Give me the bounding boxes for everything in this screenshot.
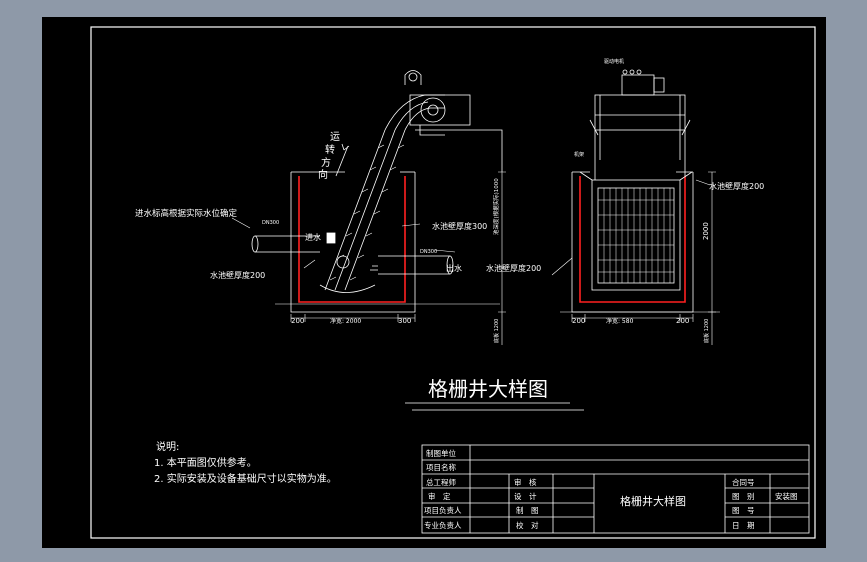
tb-r3b: 审 核 — [514, 477, 537, 487]
dim-front-right: 200 — [676, 317, 689, 325]
motor-label: 驱动电机 — [604, 58, 624, 65]
front-view — [551, 69, 720, 345]
front-dim-bottom — [571, 314, 694, 322]
dn-outlet: DN300 — [420, 249, 437, 255]
out-water-label: 出水 — [446, 263, 462, 273]
in-water-label: 进水 — [305, 232, 321, 242]
tb-c4: 日 期 — [732, 521, 755, 530]
drawing-border — [90, 26, 816, 539]
dn-inlet: DN300 — [262, 220, 279, 226]
front-dim-vertical — [708, 171, 716, 345]
tank-wall-red — [298, 176, 406, 303]
rotation-label-4: 向 — [318, 168, 328, 181]
dim-front-bottom: 底板 1200 — [703, 319, 710, 343]
front-wall-200-left: 水池壁厚度200 — [486, 263, 541, 273]
dim-front-height: 2000 — [702, 222, 710, 240]
dim-front-left: 200 — [572, 317, 585, 325]
tb-r3a: 总工程师 — [426, 477, 456, 487]
drive-head — [404, 70, 422, 85]
tb-c2v: 安装图 — [775, 491, 798, 501]
dim-side-right: 300 — [398, 317, 411, 325]
tb-c3: 图 号 — [732, 506, 755, 515]
top-frame — [594, 94, 686, 131]
tb-c2: 图 别 — [732, 492, 755, 501]
dim-side-bottom: 底板 1200 — [493, 319, 500, 343]
tb-r1: 制图单位 — [426, 448, 456, 458]
side-dim-bottom — [290, 314, 416, 322]
wall-300-label: 水池壁厚度300 — [432, 221, 487, 231]
tb-r2: 项目名称 — [426, 462, 456, 472]
tank-outline — [290, 172, 416, 313]
tb-r5b: 制 图 — [516, 505, 539, 515]
dim-side-width: 净宽: 2000 — [330, 317, 361, 325]
rotation-label-3: 方 — [321, 156, 331, 169]
tb-r6b: 校 对 — [516, 520, 539, 530]
drive-wheel — [420, 97, 446, 123]
rotation-label-2: 转 — [325, 143, 335, 156]
notes-heading: 说明: — [156, 440, 179, 453]
screen-body — [591, 179, 681, 291]
tb-r5a: 项目负责人 — [424, 505, 462, 515]
side-view — [231, 70, 506, 345]
title-block — [421, 444, 810, 534]
front-wall-200-right: 水池壁厚度200 — [709, 181, 764, 191]
outlet-pipe — [378, 255, 450, 275]
notes-line-1: 1. 本平面图仅供参考。 — [154, 456, 257, 469]
drawing-title: 格栅井大样图 — [428, 377, 548, 401]
dim-side-left: 200 — [291, 317, 304, 325]
frame-label: 机架 — [574, 151, 584, 158]
tb-drawing-name: 格栅井大样图 — [620, 494, 686, 508]
inlet-pipe — [255, 235, 320, 253]
dim-front-width: 净宽: 580 — [606, 317, 634, 325]
title-underline — [405, 402, 584, 411]
wall-200-label: 水池壁厚度200 — [210, 270, 265, 280]
inlet-elevation-label: 进水标高根据实际水位确定 — [135, 208, 238, 219]
dim-side-height: 池深度(根据实际)1000 — [492, 178, 500, 235]
side-dim-vertical — [498, 171, 506, 345]
front-tank-wall-red — [579, 176, 686, 303]
tb-r6a: 专业负责人 — [424, 520, 462, 530]
rotation-label-1: 运 — [330, 131, 340, 143]
notes-line-2: 2. 实际安装及设备基础尺寸以实物为准。 — [154, 472, 337, 485]
rake-frame — [324, 129, 406, 291]
tb-c1: 合同号 — [732, 477, 755, 487]
tb-r4a: 审 定 — [428, 491, 451, 501]
tb-r4b: 设 计 — [514, 491, 537, 501]
